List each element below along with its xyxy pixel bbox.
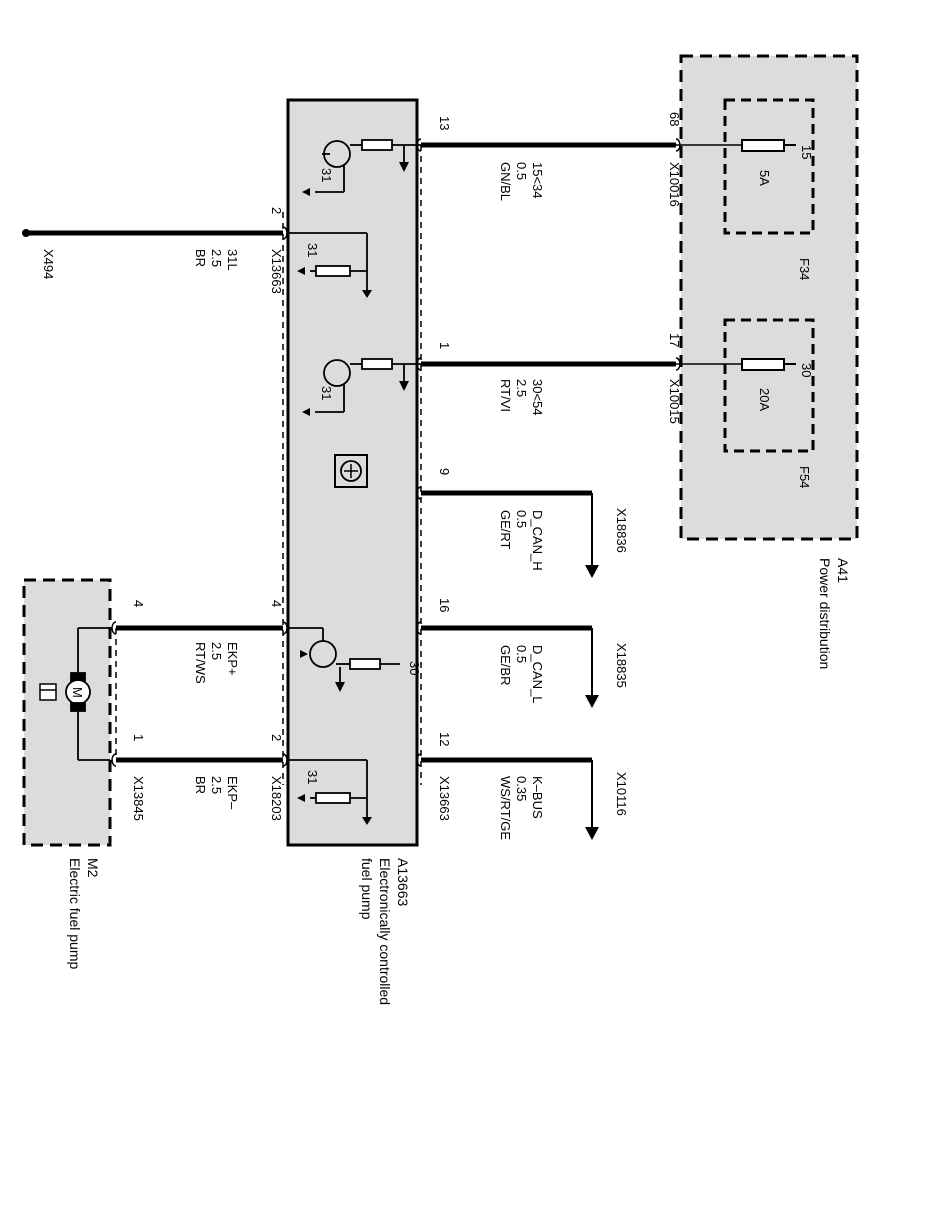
- wire1-gauge: 2.5: [514, 379, 529, 397]
- motor-symbol: [65, 627, 110, 761]
- motor-letter: M: [70, 687, 85, 698]
- f34-id: F34: [797, 258, 812, 280]
- wire0-gauge: 0.5: [514, 162, 529, 180]
- ekp-minus-color: BR: [193, 776, 208, 794]
- connector-x494: X494: [41, 249, 56, 279]
- wire2-gauge: 0.5: [514, 510, 529, 528]
- label-31-d: 31: [305, 770, 320, 784]
- f54-fuse-box: [723, 318, 815, 453]
- pin-2-ground: 2: [269, 207, 284, 214]
- pin-17: 17: [667, 333, 682, 347]
- a13663-id: A13663: [395, 858, 411, 906]
- wire0-signal: 15<34: [530, 162, 545, 199]
- ekp-minus-gauge: 2.5: [209, 776, 224, 794]
- a41-name: Power distribution: [817, 558, 833, 669]
- connector-x18203: X18203: [269, 776, 284, 821]
- pin-13: 13: [437, 116, 452, 130]
- f34-fuse-symbol: [741, 139, 785, 152]
- a13663-name-1: Electronically controlled: [377, 858, 393, 1005]
- f34-terminal: 15: [799, 145, 814, 159]
- pin-1-pump: 1: [131, 734, 146, 741]
- connector-x18835: X18835: [614, 643, 629, 688]
- wire3-gauge: 0.5: [514, 645, 529, 663]
- a13663-name-2: fuel pump: [359, 858, 375, 920]
- connector-x13663-top: X13663: [269, 249, 284, 294]
- pump-indicator-icon: [39, 683, 57, 701]
- pin-12: 12: [437, 732, 452, 746]
- wire4-color: WS/RT/GE: [498, 776, 513, 840]
- m2-id: M2: [85, 858, 101, 878]
- ground-gauge: 2.5: [209, 249, 224, 267]
- wire0-color: GN/BL: [498, 162, 513, 201]
- label-31-b: 31: [305, 243, 320, 257]
- wire4-gauge: 0.35: [514, 776, 529, 801]
- connector-x13663-bottom: X13663: [437, 776, 452, 821]
- pin-9: 9: [437, 468, 452, 475]
- ekp-plus-signal: EKP+: [225, 642, 240, 676]
- f34-rating: 5A: [757, 170, 772, 186]
- ekp-plus-color: RT/WS: [193, 642, 208, 684]
- connector-x18836: X18836: [614, 508, 629, 553]
- pin-4-module: 4: [269, 600, 284, 607]
- wire4-signal: K–BUS: [530, 776, 545, 819]
- m2-name: Electric fuel pump: [67, 858, 83, 969]
- connector-x13845: X13845: [131, 776, 146, 821]
- wire3-signal: D_CAN_L: [530, 645, 545, 704]
- f54-rating: 20A: [757, 388, 772, 411]
- ground-resistor-circuit-1: [288, 232, 368, 293]
- ground-color: BR: [193, 249, 208, 267]
- f54-fuse-symbol: [741, 358, 785, 371]
- connector-x10016: X10016: [667, 162, 682, 207]
- f34-fuse-box: [723, 98, 815, 235]
- ekp-minus-signal: EKP–: [225, 776, 240, 810]
- f54-terminal: 30: [799, 363, 814, 377]
- wire2-color: GE/RT: [498, 510, 513, 550]
- f54-id: F54: [797, 466, 812, 488]
- connector-x10116: X10116: [614, 772, 629, 816]
- wire1-color: RT/VI: [498, 379, 513, 412]
- ground-signal: 31L: [225, 249, 240, 271]
- label-31-a: 31: [319, 168, 334, 182]
- pin-2-module: 2: [269, 734, 284, 741]
- label-31-c: 31: [319, 386, 334, 400]
- ground-resistor-circuit-2: [288, 759, 368, 820]
- wire2-signal: D_CAN_H: [530, 510, 545, 571]
- pin-1: 1: [437, 342, 452, 349]
- ekp-plus-gauge: 2.5: [209, 642, 224, 660]
- transistor-circuit-1: [315, 139, 421, 193]
- m2-pump-box: [22, 578, 112, 847]
- wire1-signal: 30<54: [530, 379, 545, 416]
- transistor-circuit-3: [288, 627, 400, 684]
- transistor-circuit-2: [315, 358, 421, 413]
- wire3-color: GE/BR: [498, 645, 513, 685]
- pin-16: 16: [437, 598, 452, 612]
- pin-68: 68: [667, 112, 682, 126]
- pin-4-pump: 4: [131, 600, 146, 607]
- label-30: 30: [407, 661, 422, 675]
- connector-x10015: X10015: [667, 379, 682, 424]
- a41-id: A41: [835, 558, 851, 583]
